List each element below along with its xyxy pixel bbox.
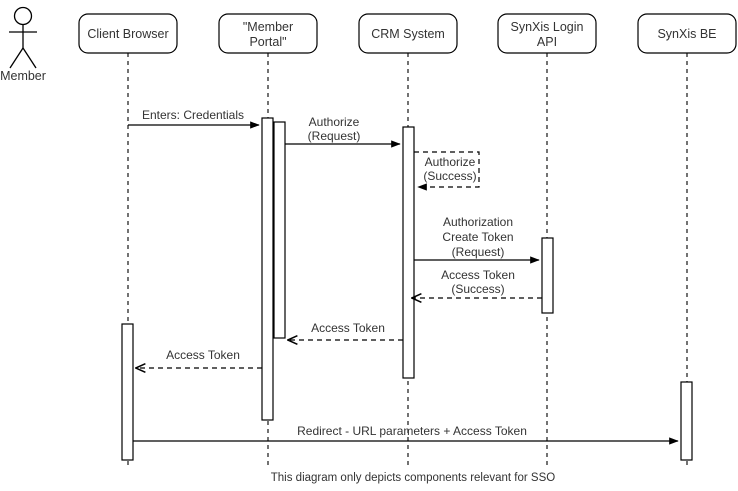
message-label-authorize-request-line2: (Request): [308, 129, 361, 143]
diagram-footer-note: This diagram only depicts components rel…: [271, 472, 555, 484]
message-authorize-success-selfloop: Authorize (Success): [414, 151, 480, 191]
message-label-enters-credentials: Enters: Credentials: [142, 108, 244, 122]
message-label-authorize-success-line1: Authorize: [425, 155, 476, 169]
activation-member-portal-primary: [261, 117, 274, 421]
message-access-token-crm-to-portal: Access Token: [288, 321, 403, 340]
participant-label-crm-system: CRM System: [371, 27, 445, 41]
message-redirect-url-parameters: Redirect - URL parameters + Access Token: [133, 424, 679, 445]
message-arrow-authorize-success-selfloop: [414, 151, 480, 191]
participant-label-member-portal-line1: "Member: [243, 20, 293, 34]
message-label-authorization-create-token-line1: Authorization: [443, 215, 513, 229]
participant-label-synxis-login-api-line2: API: [537, 35, 557, 49]
participant-label-synxis-login-api-line1: SynXis Login: [511, 20, 584, 34]
participant-synxis-login-api[interactable]: SynXis Login API: [497, 13, 597, 54]
activation-member-portal-secondary: [273, 121, 286, 339]
message-label-authorization-create-token-line2: Create Token: [442, 230, 513, 244]
activation-crm-system: [402, 126, 415, 379]
participant-client-browser[interactable]: Client Browser: [78, 13, 178, 54]
message-access-token-success: Access Token (Success): [412, 268, 542, 298]
activation-client-browser: [121, 323, 134, 461]
message-label-access-token-success-line2: (Success): [451, 282, 504, 296]
participant-label-member-portal-line2: Portal": [249, 35, 286, 49]
participant-crm-system[interactable]: CRM System: [358, 13, 458, 54]
message-label-redirect-url-parameters: Redirect - URL parameters + Access Token: [297, 424, 527, 438]
message-label-access-token-success-line1: Access Token: [441, 268, 515, 282]
message-label-access-token-portal-to-browser: Access Token: [166, 348, 240, 362]
activation-synxis-login-api: [541, 237, 554, 314]
participant-label-synxis-be: SynXis BE: [657, 27, 716, 41]
participant-synxis-be[interactable]: SynXis BE: [637, 13, 737, 54]
message-label-authorization-create-token-line3: (Request): [452, 245, 505, 259]
message-access-token-portal-to-browser: Access Token: [136, 348, 262, 368]
participant-member-portal[interactable]: "Member Portal": [218, 13, 318, 54]
message-enters-credentials: Enters: Credentials: [128, 108, 260, 129]
message-authorization-create-token-request: Authorization Create Token (Request): [414, 215, 540, 264]
participant-label-client-browser: Client Browser: [87, 27, 168, 41]
message-label-authorize-request-line1: Authorize: [309, 115, 360, 129]
message-label-access-token-crm-to-portal: Access Token: [311, 321, 385, 335]
actor-label: Member: [0, 69, 46, 83]
stick-figure-actor-icon: [9, 6, 37, 69]
message-authorize-request: Authorize (Request): [285, 115, 401, 148]
message-label-authorize-success-line2: (Success): [423, 169, 476, 183]
activation-synxis-be: [680, 381, 693, 461]
actor-member: Member: [0, 6, 46, 83]
